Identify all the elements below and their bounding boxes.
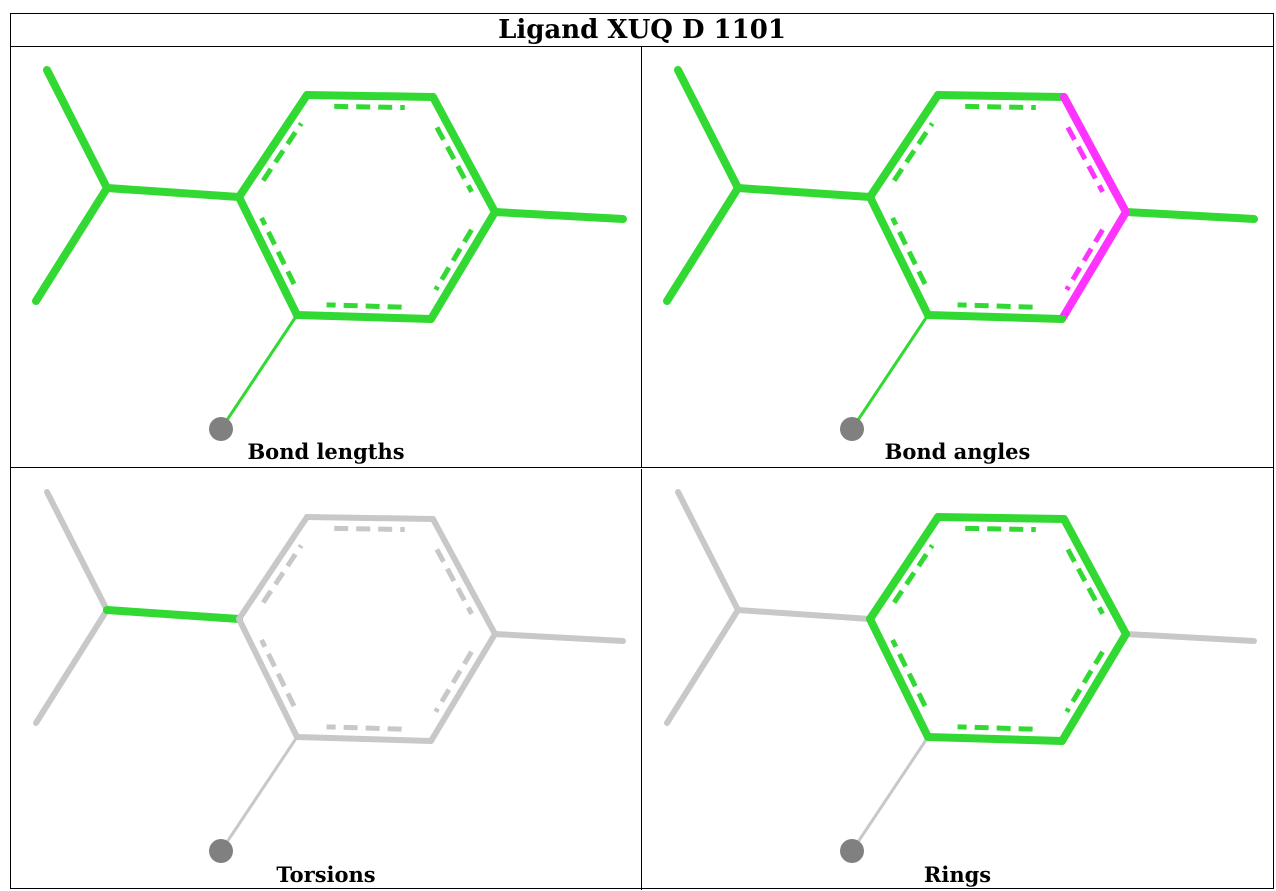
- ring-aromatic-1: [892, 122, 935, 182]
- caption-rings: Rings: [923, 862, 992, 887]
- panel-torsions: Torsions: [11, 469, 642, 890]
- ring-bond-1: [235, 91, 311, 201]
- bond-chlorine: [850, 735, 930, 853]
- ring-bond-4: [428, 631, 498, 744]
- ligand-figure: Ligand XUQ D 1101 Bond lengths Bond angl…: [10, 13, 1274, 890]
- caption-bond-lengths: Bond lengths: [247, 439, 405, 464]
- bond-chlorine: [219, 735, 299, 853]
- ring-bond-1: [866, 513, 942, 623]
- panel-bond-angles: Bond angles: [642, 47, 1273, 468]
- ring-aromatic-1: [261, 544, 304, 604]
- molecule-rings: [664, 489, 1257, 863]
- bond-isopropyl-top: [674, 66, 742, 192]
- ring-aromatic-2: [334, 103, 405, 111]
- bond-isopropyl-top: [43, 66, 111, 192]
- ring-bond-1: [236, 514, 310, 622]
- ring-bond-5: [293, 311, 435, 323]
- ring-bond-6: [866, 615, 932, 741]
- bond-isopropyl-ring: [103, 606, 243, 623]
- bond-isopropyl-ring: [734, 184, 874, 201]
- ring-aromatic-1: [892, 544, 935, 604]
- ring-aromatic-6: [890, 216, 928, 286]
- ring-bond-1: [866, 91, 942, 201]
- ring-aromatic-3: [434, 548, 474, 615]
- chlorine-atom: [209, 417, 233, 441]
- ring-aromatic-4: [1064, 650, 1105, 714]
- ring-aromatic-6: [259, 638, 297, 708]
- ring-bond-3: [1060, 515, 1130, 638]
- bond-isopropyl-bottom: [663, 184, 742, 305]
- molecule-bond-lengths: [32, 66, 627, 441]
- ring-aromatic-4: [1064, 228, 1105, 292]
- ring-aromatic-2: [965, 103, 1036, 111]
- bond-isopropyl-bottom: [33, 607, 110, 726]
- ring-aromatic-4: [433, 228, 474, 292]
- bond-isopropyl-top: [675, 489, 741, 613]
- bond-methyl: [1123, 631, 1257, 644]
- ring-bond-4: [1058, 208, 1130, 323]
- molecule-bond-angles: [663, 66, 1258, 441]
- ring-aromatic-3: [1065, 548, 1105, 615]
- ring-bond-5: [294, 734, 434, 744]
- bond-methyl: [491, 208, 627, 223]
- caption-torsions: Torsions: [276, 862, 376, 887]
- bond-chlorine: [850, 313, 930, 431]
- panel-rings: Rings: [642, 469, 1273, 890]
- caption-bond-angles: Bond angles: [884, 439, 1031, 464]
- ring-bond-4: [427, 208, 499, 323]
- ring-bond-6: [236, 616, 300, 740]
- ring-aromatic-5: [957, 724, 1033, 732]
- ring-aromatic-5: [326, 724, 402, 732]
- bond-methyl: [492, 631, 626, 644]
- ring-aromatic-4: [433, 650, 474, 714]
- ring-bond-2: [303, 91, 437, 101]
- ring-aromatic-3: [1065, 126, 1105, 193]
- bond-isopropyl-bottom: [664, 607, 741, 726]
- ring-bond-3: [429, 93, 499, 216]
- ring-aromatic-2: [334, 525, 405, 533]
- ring-aromatic-5: [326, 302, 402, 310]
- molecule-torsions: [33, 489, 626, 863]
- bond-isopropyl-ring: [103, 184, 243, 201]
- bond-isopropyl-top: [44, 489, 110, 613]
- ring-aromatic-2: [965, 525, 1036, 533]
- bond-isopropyl-bottom: [32, 184, 111, 305]
- chlorine-atom: [840, 417, 864, 441]
- bond-chlorine: [219, 313, 299, 431]
- ring-aromatic-6: [890, 638, 928, 708]
- ring-bond-5: [924, 733, 1066, 745]
- panel-bond-lengths: Bond lengths: [11, 47, 642, 468]
- ring-bond-2: [304, 514, 436, 522]
- ring-aromatic-6: [259, 216, 297, 286]
- ring-bond-3: [430, 516, 498, 637]
- chlorine-atom: [209, 839, 233, 863]
- chlorine-atom: [840, 839, 864, 863]
- ring-bond-3: [1060, 93, 1130, 216]
- ring-aromatic-3: [434, 126, 474, 193]
- ring-bond-4: [1058, 630, 1130, 745]
- ring-bond-2: [934, 91, 1068, 101]
- ring-bond-6: [866, 193, 932, 319]
- ring-bond-2: [934, 513, 1068, 523]
- ring-aromatic-5: [957, 302, 1033, 310]
- ring-aromatic-1: [261, 122, 304, 182]
- bond-methyl: [1122, 208, 1258, 223]
- ring-bond-6: [235, 193, 301, 319]
- bond-isopropyl-ring: [735, 607, 873, 622]
- ring-bond-5: [924, 311, 1066, 323]
- figure-title: Ligand XUQ D 1101: [11, 14, 1273, 47]
